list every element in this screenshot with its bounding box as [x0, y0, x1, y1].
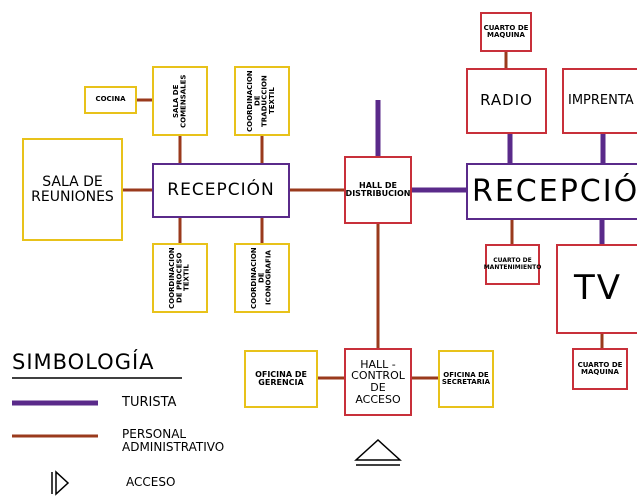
room-radio-label: RADIO [480, 91, 533, 110]
legend-title: SIMBOLOGÍA [12, 350, 155, 374]
room-recepcion-turista: RECEPCIÓN [466, 163, 637, 220]
room-imprenta-label: IMPRENTA [568, 93, 634, 109]
room-cocina-label: COCINA [95, 95, 126, 104]
room-sala-comensales-label: SALA DE COMENSALES [171, 74, 187, 128]
room-sala-reuniones-label: SALA DE REUNIONES [31, 173, 114, 205]
legend-access-icon [51, 470, 70, 496]
room-hall-distribucion-label: HALL DE DISTRIBUCION [345, 180, 411, 198]
room-hall-control-label: HALL - CONTROL DE ACCESO [351, 357, 405, 406]
room-cocina: COCINA [84, 86, 137, 114]
room-coord-iconografia: COORDINACION DE ICONOGRAFIA [234, 243, 290, 313]
room-imprenta: IMPRENTA [562, 68, 637, 134]
room-cuarto-maquina-bottom: CUARTO DE MAQUINA [572, 348, 628, 390]
room-cuarto-mantenimiento-label: CUARTO DE MANTENIMIENTO [483, 257, 542, 271]
room-recepcion-admin: RECEPCIÓN [152, 163, 290, 218]
room-radio: RADIO [466, 68, 547, 134]
room-coord-proceso: COORDINACION DE PROCESO TEXTIL [152, 243, 208, 313]
room-oficina-gerencia-label: OFICINA DE GERENCIA [255, 369, 307, 387]
room-hall-distribucion: HALL DE DISTRIBUCION [344, 156, 412, 224]
legend-personal-label: PERSONAL ADMINISTRATIVO [122, 427, 225, 454]
room-cuarto-maquina-top: CUARTO DE MAQUINA [480, 12, 532, 52]
room-sala-comensales: SALA DE COMENSALES [152, 66, 208, 136]
access-triangle-icon [354, 438, 402, 466]
room-cuarto-mantenimiento: CUARTO DE MANTENIMIENTO [483, 244, 542, 285]
room-oficina-gerencia: OFICINA DE GERENCIA [244, 350, 318, 408]
room-recepcion-turista-label: RECEPCIÓN [472, 173, 637, 209]
room-oficina-secretaria: OFICINA DE SECRETARIA [438, 350, 494, 408]
room-sala-reuniones: SALA DE REUNIONES [22, 138, 123, 241]
room-coord-traduccion: COORDINACION DE TRADUCCION TEXTIL [234, 66, 290, 136]
room-cuarto-maquina-bottom-label: CUARTO DE MAQUINA [577, 360, 623, 376]
legend-turista-label: TURISTA [122, 395, 177, 410]
room-oficina-secretaria-label: OFICINA DE SECRETARIA [441, 370, 491, 386]
room-coord-iconografia-label: COORDINACION DE ICONOGRAFIA [249, 247, 273, 309]
legend-acceso-label: ACCESO [126, 475, 176, 489]
room-coord-traduccion-label: COORDINACION DE TRADUCCION TEXTIL [246, 70, 277, 132]
room-recepcion-admin-label: RECEPCIÓN [167, 179, 275, 200]
room-cuarto-maquina-top-label: CUARTO DE MAQUINA [483, 23, 529, 39]
room-tv: TV [556, 244, 637, 334]
room-hall-control: HALL - CONTROL DE ACCESO [344, 348, 412, 416]
room-tv-label: TV [574, 268, 623, 309]
room-coord-proceso-label: COORDINACION DE PROCESO TEXTIL [167, 247, 191, 309]
